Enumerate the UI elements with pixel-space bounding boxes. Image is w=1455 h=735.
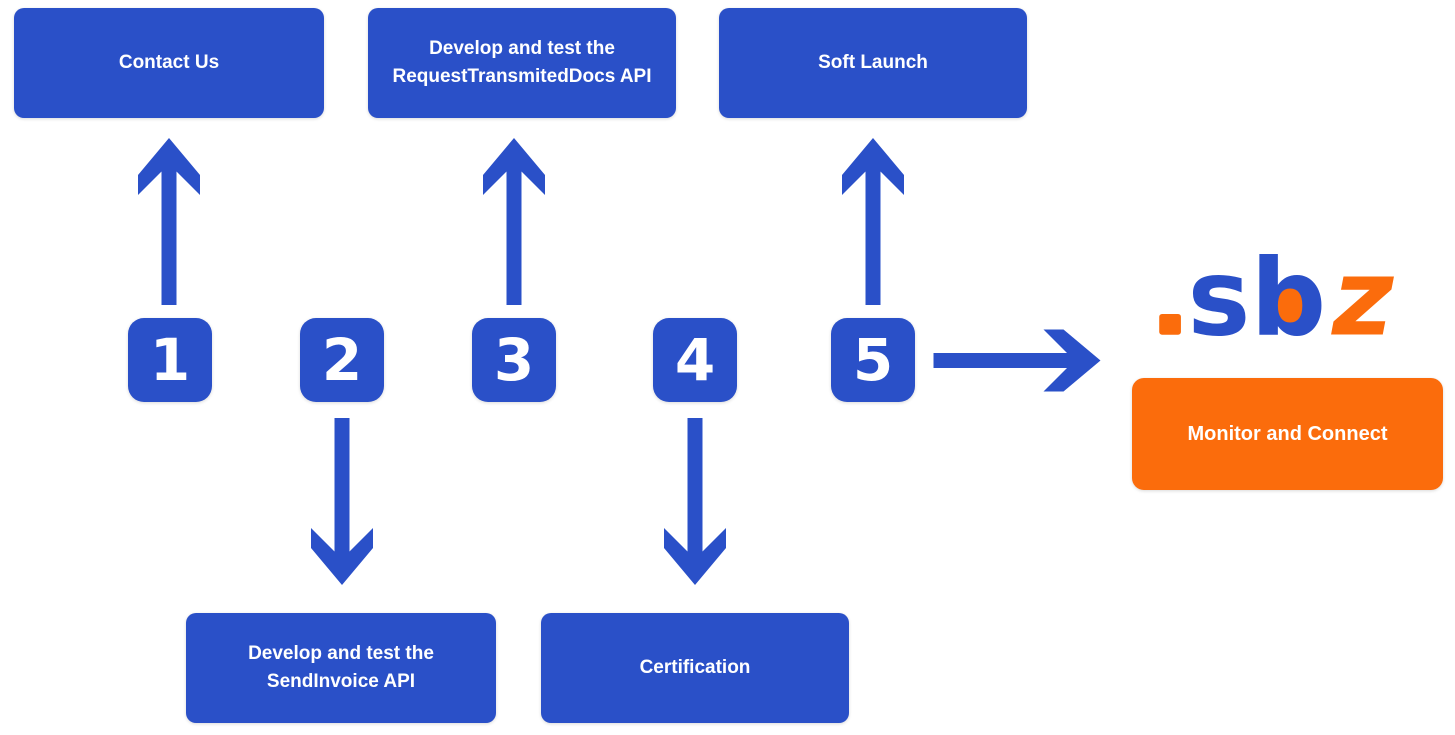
- step-box-contact-us: Contact Us: [14, 8, 324, 118]
- logo-text-z: z: [1331, 237, 1394, 347]
- step-box-certification: Certification: [541, 613, 849, 723]
- arrow-up-icon: [842, 138, 904, 305]
- arrow-up-icon: [483, 138, 545, 305]
- arrow-down-icon: [664, 418, 726, 585]
- step-box-send-invoice-api: Develop and test the SendInvoice API: [186, 613, 496, 723]
- step-box-request-transmited-docs-api: Develop and test the RequestTransmitedDo…: [368, 8, 676, 118]
- logo-dot: [1159, 313, 1181, 335]
- arrow-down-icon: [311, 418, 373, 585]
- step-number-badge-3: 3: [472, 318, 556, 402]
- result-box-monitor-and-connect: Monitor and Connect: [1132, 378, 1443, 490]
- arrow-up-icon: [138, 138, 200, 305]
- step-number-badge-2: 2: [300, 318, 384, 402]
- step-number-badge-4: 4: [653, 318, 737, 402]
- arrow-right-icon: [933, 329, 1101, 392]
- step-number-badge-1: 1: [128, 318, 212, 402]
- step-number-badge-5: 5: [831, 318, 915, 402]
- step-box-soft-launch: Soft Launch: [719, 8, 1027, 118]
- logo-drop-icon: [1268, 282, 1313, 327]
- logo-text-sb: sb: [1188, 237, 1327, 347]
- sbz-logo: sb z: [1159, 229, 1403, 347]
